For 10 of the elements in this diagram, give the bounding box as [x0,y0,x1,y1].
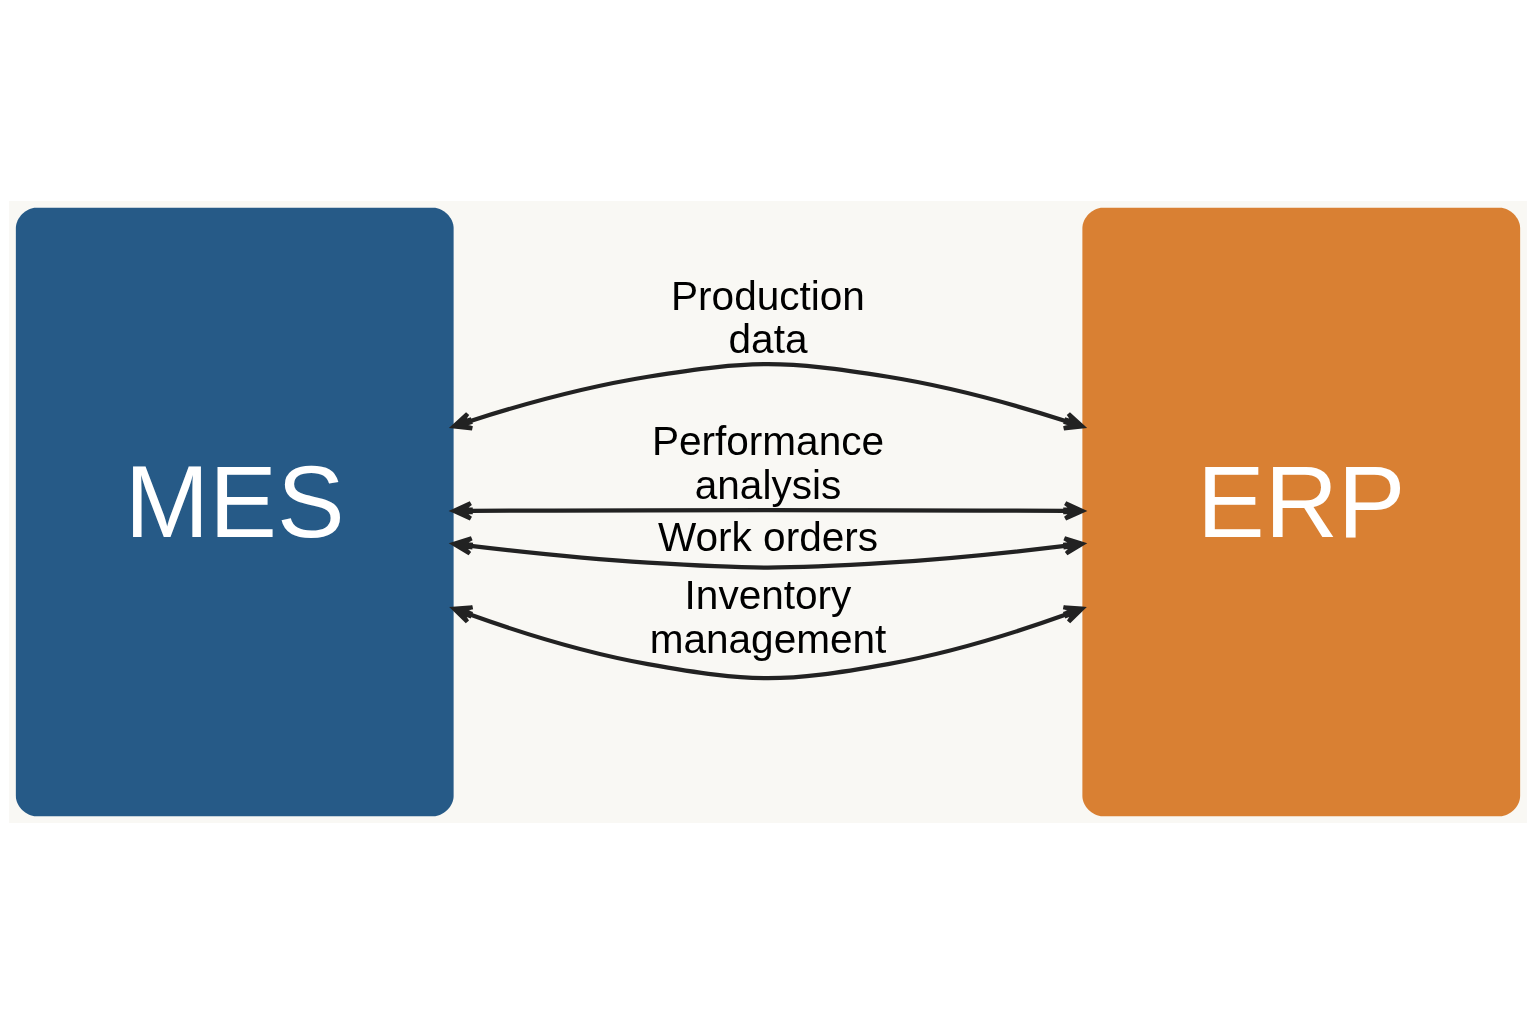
arrow [451,536,1085,570]
node-box: ERP [1082,207,1521,817]
edge-label: Work orders [657,514,879,561]
arrow [451,501,1085,521]
arrow [451,362,1085,431]
edge-label: Production data [671,272,865,363]
arrow [451,605,1085,681]
edge-label: Performance analysis [651,417,885,508]
edge-label: Inventory management [649,571,887,662]
node-box: MES [15,207,454,817]
